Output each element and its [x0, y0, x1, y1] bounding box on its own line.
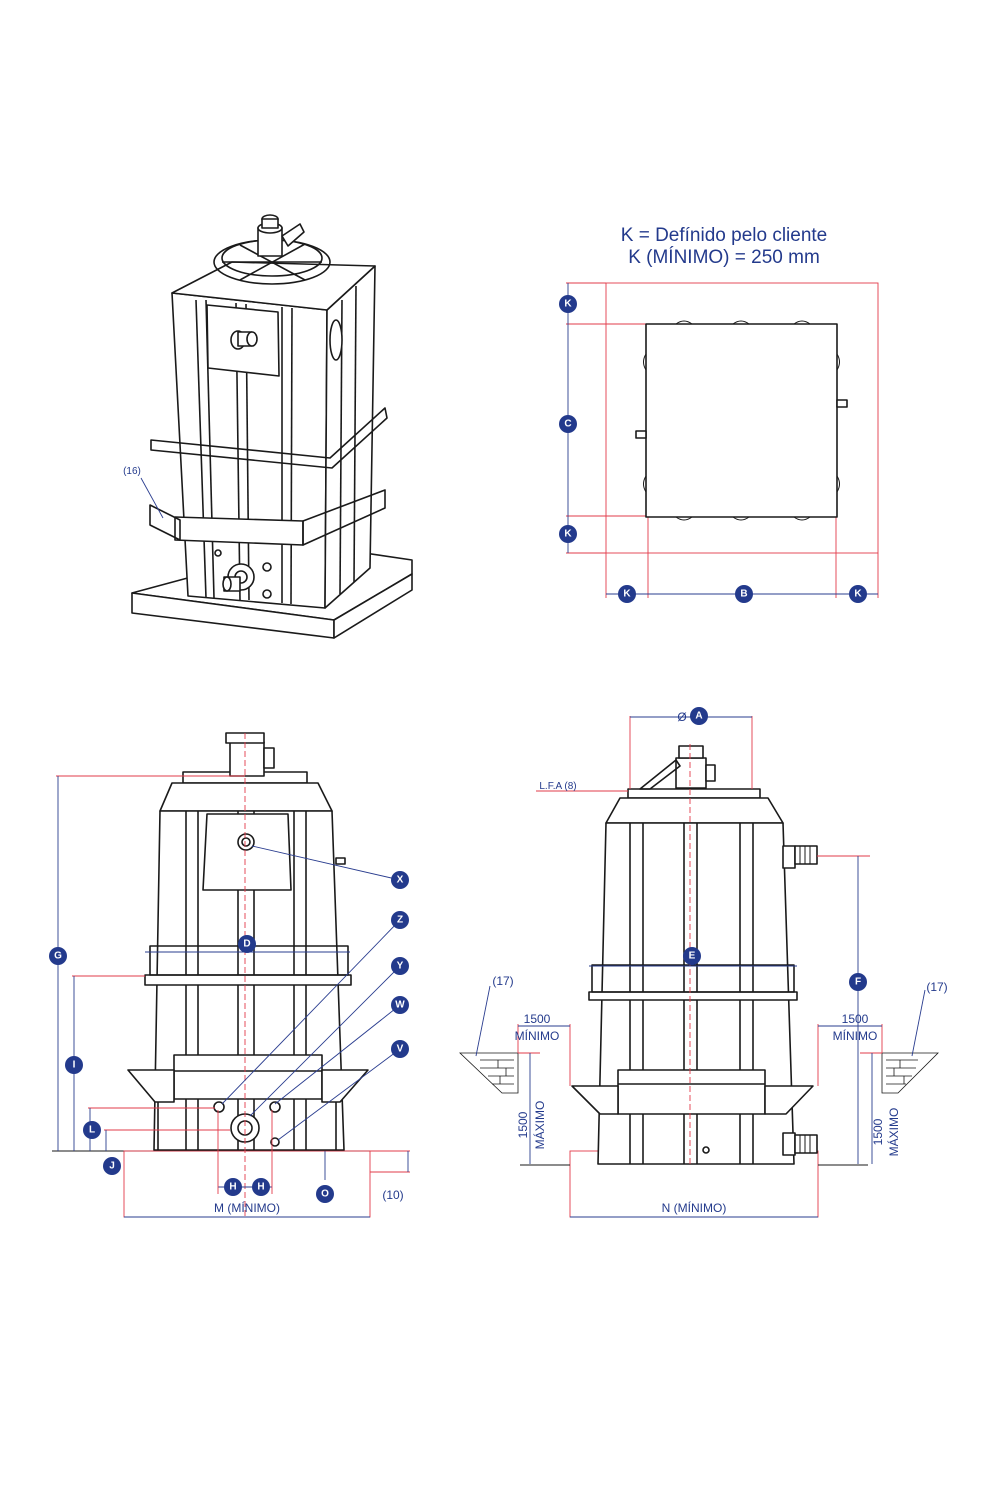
plan-clearance-outline [605, 282, 879, 554]
side-left-max-1500: 1500 [516, 1111, 530, 1138]
front-dim-j: J [103, 1157, 121, 1175]
front-dim-g: G [49, 947, 67, 965]
side-right-maximo: MÁXIMO [886, 1108, 901, 1157]
plan-view: K C K K B K [559, 282, 879, 603]
side-left-minimo: MÍNIMO [515, 1028, 560, 1043]
plan-dim-k-left: K [618, 585, 636, 603]
callout-17-right: (17) [926, 980, 947, 994]
front-dim-m-label: M (MÍNIMO) [214, 1200, 280, 1215]
side-dim-f: F [849, 973, 867, 991]
svg-text:D: D [243, 939, 250, 950]
side-motor [675, 757, 707, 789]
svg-text:K: K [623, 589, 631, 600]
front-dim-d: D [238, 935, 256, 953]
front-callout-z: Z [391, 911, 409, 929]
svg-text:H: H [257, 1182, 264, 1193]
note-k-minimum: K (MÍNIMO) = 250 mm [628, 247, 820, 268]
front-dim-l: L [83, 1121, 101, 1139]
plan-dim-b: B [735, 585, 753, 603]
plan-dim-k-right: K [849, 585, 867, 603]
svg-text:K: K [854, 589, 862, 600]
iso-ring-beam [150, 407, 388, 469]
isometric-view: (16) [123, 214, 413, 639]
svg-text:Y: Y [397, 961, 404, 972]
svg-text:F: F [855, 977, 861, 988]
side-right-minimo: MÍNIMO [833, 1028, 878, 1043]
front-dim-h-left: H [224, 1178, 242, 1196]
front-callout-v: V [391, 1040, 409, 1058]
callout-10: (10) [382, 1188, 403, 1202]
side-diameter-symbol: Ø [677, 710, 686, 724]
svg-text:J: J [109, 1161, 115, 1172]
front-dim-o: O [316, 1185, 334, 1203]
svg-text:E: E [689, 951, 696, 962]
side-dim-e: E [683, 947, 701, 965]
plan-dim-k-bottom: K [559, 525, 577, 543]
side-right-1500: 1500 [842, 1012, 869, 1026]
side-dim-n-label: N (MÍNIMO) [662, 1200, 727, 1215]
svg-text:G: G [54, 951, 62, 962]
svg-text:B: B [740, 589, 747, 600]
callout-lfa: L.F.A (8) [539, 781, 576, 792]
svg-text:X: X [397, 875, 404, 886]
iso-side-hatch [329, 319, 343, 361]
svg-text:W: W [395, 1000, 405, 1011]
iso-base-side [333, 573, 413, 639]
svg-text:H: H [229, 1182, 236, 1193]
front-callout-x: X [391, 871, 409, 889]
svg-text:K: K [564, 529, 572, 540]
note-k-definition: K = Defínido pelo cliente [621, 225, 828, 246]
side-left-1500: 1500 [524, 1012, 551, 1026]
plan-dim-c: C [559, 415, 577, 433]
svg-text:I: I [73, 1060, 76, 1071]
callout-17-left: (17) [492, 974, 513, 988]
front-motor [229, 741, 265, 777]
side-right-max-1500: 1500 [871, 1118, 885, 1145]
plan-tank-outline [645, 323, 838, 518]
front-view: G I L J D X Z Y W V H H O (10) M (MÍNIMO… [49, 732, 410, 1218]
svg-text:A: A [695, 711, 702, 722]
svg-text:C: C [564, 419, 571, 430]
side-view: Ø A E F L.F.A (8) (17) (17) 1500 MÍNIMO … [459, 707, 948, 1218]
svg-text:K: K [564, 299, 572, 310]
side-dim-a: A [690, 707, 708, 725]
front-dim-h-right: H [252, 1178, 270, 1196]
iso-body-side [324, 265, 376, 609]
side-left-maximo: MÁXIMO [532, 1101, 547, 1150]
svg-text:Z: Z [397, 915, 403, 926]
plan-dim-k-top: K [559, 295, 577, 313]
front-callout-w: W [391, 996, 409, 1014]
svg-text:V: V [397, 1044, 404, 1055]
svg-text:L: L [89, 1125, 95, 1136]
front-dim-i: I [65, 1056, 83, 1074]
svg-text:O: O [321, 1189, 329, 1200]
front-callout-y: Y [391, 957, 409, 975]
callout-16: (16) [123, 466, 141, 477]
